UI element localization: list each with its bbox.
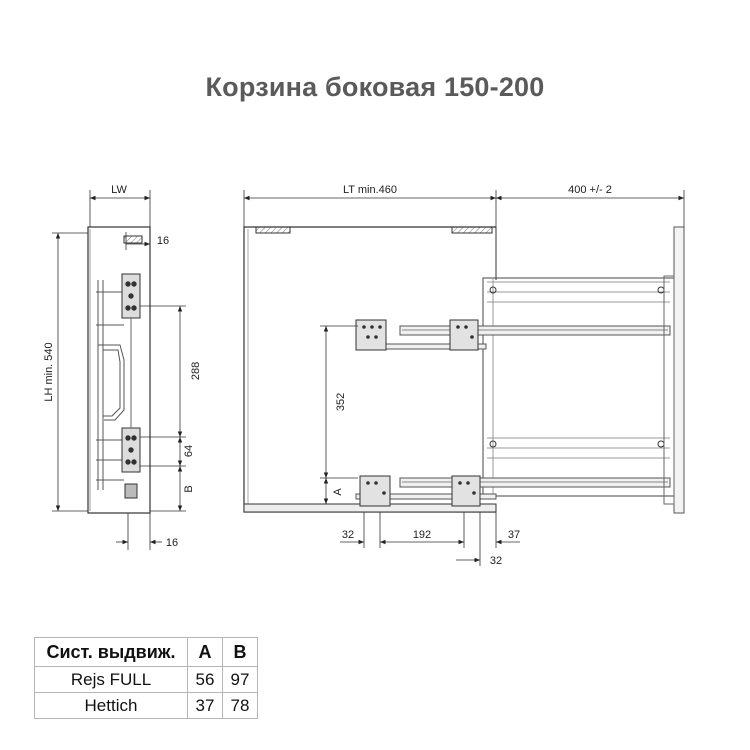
- table-header-row: Сист. выдвиж. A B: [34, 637, 258, 667]
- cell-system: Hettich: [34, 692, 188, 719]
- cabinet-outline: [243, 226, 496, 513]
- header-system: Сист. выдвиж.: [34, 637, 188, 667]
- header-a: A: [187, 637, 223, 667]
- cell-b: 97: [222, 666, 258, 693]
- cell-b: 78: [222, 692, 258, 719]
- side-view: [87, 226, 151, 514]
- table-row: Rejs FULL 56 97: [34, 666, 258, 693]
- dim-400: 400 +/- 2: [568, 184, 612, 196]
- mounting-brackets: [355, 319, 481, 507]
- cell-a: 56: [187, 666, 223, 693]
- dim-top-16: 16: [157, 235, 169, 247]
- drawing-title: Корзина боковая 150-200: [205, 72, 545, 102]
- front-view-dimensions: [243, 190, 685, 566]
- front-view: [243, 226, 685, 514]
- table-row: Hettich 37 78: [34, 692, 258, 719]
- dim-lw: LW: [111, 184, 127, 196]
- dim-288: 288: [190, 362, 202, 380]
- dim-64: 64: [183, 445, 195, 457]
- dim-352: 352: [335, 393, 347, 411]
- top-left-pad: [255, 226, 291, 234]
- side-view-dimensions: [52, 190, 186, 550]
- dim-32-left: 32: [342, 529, 354, 541]
- door-panel: [673, 226, 685, 514]
- cell-system: Rejs FULL: [34, 666, 188, 693]
- dim-lh: LH min. 540: [43, 342, 55, 401]
- door-hinge: [663, 275, 675, 505]
- top-right-pad: [451, 226, 493, 234]
- slide-foot: [124, 483, 138, 499]
- slide-system-table: Сист. выдвиж. A B Rejs FULL 56 97 Hettic…: [34, 637, 258, 719]
- dim-a: A: [332, 488, 344, 496]
- basket-box: [482, 277, 675, 497]
- dim-192: 192: [413, 529, 431, 541]
- cell-a: 37: [187, 692, 223, 719]
- dim-bottom-16: 16: [166, 537, 178, 549]
- dim-b: B: [183, 485, 195, 492]
- dim-32-right: 32: [490, 555, 502, 567]
- basket-frame: [96, 280, 125, 490]
- dim-lt: LT min.460: [343, 184, 397, 196]
- top-board-hatch: [123, 235, 143, 244]
- header-b: B: [222, 637, 258, 667]
- cabinet-side-panel: [87, 226, 151, 514]
- dim-37: 37: [508, 529, 520, 541]
